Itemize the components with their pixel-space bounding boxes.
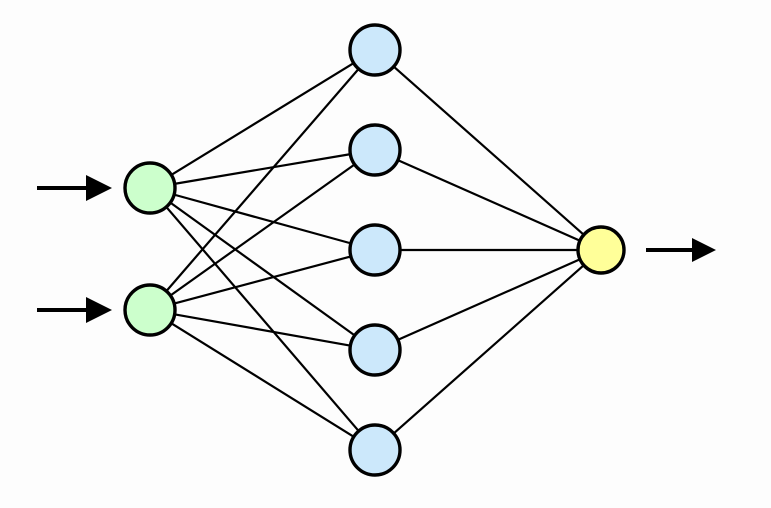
input-arrow-1-head-icon <box>86 175 112 201</box>
edges-group <box>164 61 586 439</box>
input-arrow-1 <box>37 175 112 201</box>
edge-i1-h1 <box>169 61 356 177</box>
output-node-1 <box>576 225 626 275</box>
input-node-2 <box>123 283 177 337</box>
hidden-node-1 <box>348 23 402 77</box>
edge-i2-h5 <box>169 321 356 439</box>
hidden-node-4 <box>348 323 402 377</box>
nodes-group <box>123 23 626 477</box>
output-arrow-1 <box>646 238 716 262</box>
edge-h5-o1 <box>392 263 586 435</box>
edge-h2-o1 <box>396 158 582 243</box>
io-arrows-group <box>37 175 716 323</box>
edge-h1-o1 <box>392 65 586 237</box>
edge-i1-h2 <box>173 152 352 186</box>
input-node-1 <box>123 161 177 215</box>
hidden-node-5 <box>348 423 402 477</box>
edge-h4-o1 <box>396 257 582 342</box>
hidden-node-2 <box>348 123 402 177</box>
edge-i2-h4 <box>173 313 352 347</box>
output-arrow-1-head-icon <box>692 238 716 262</box>
edge-i2-h1 <box>164 67 361 293</box>
edge-i1-h4 <box>168 201 357 337</box>
hidden-node-3 <box>348 223 402 277</box>
edge-i1-h5 <box>164 205 361 433</box>
input-arrow-2-head-icon <box>86 297 112 323</box>
edge-i2-h3 <box>172 255 353 305</box>
input-arrow-2 <box>37 297 112 323</box>
edge-i2-h2 <box>168 163 357 297</box>
edge-i1-h3 <box>172 193 353 245</box>
